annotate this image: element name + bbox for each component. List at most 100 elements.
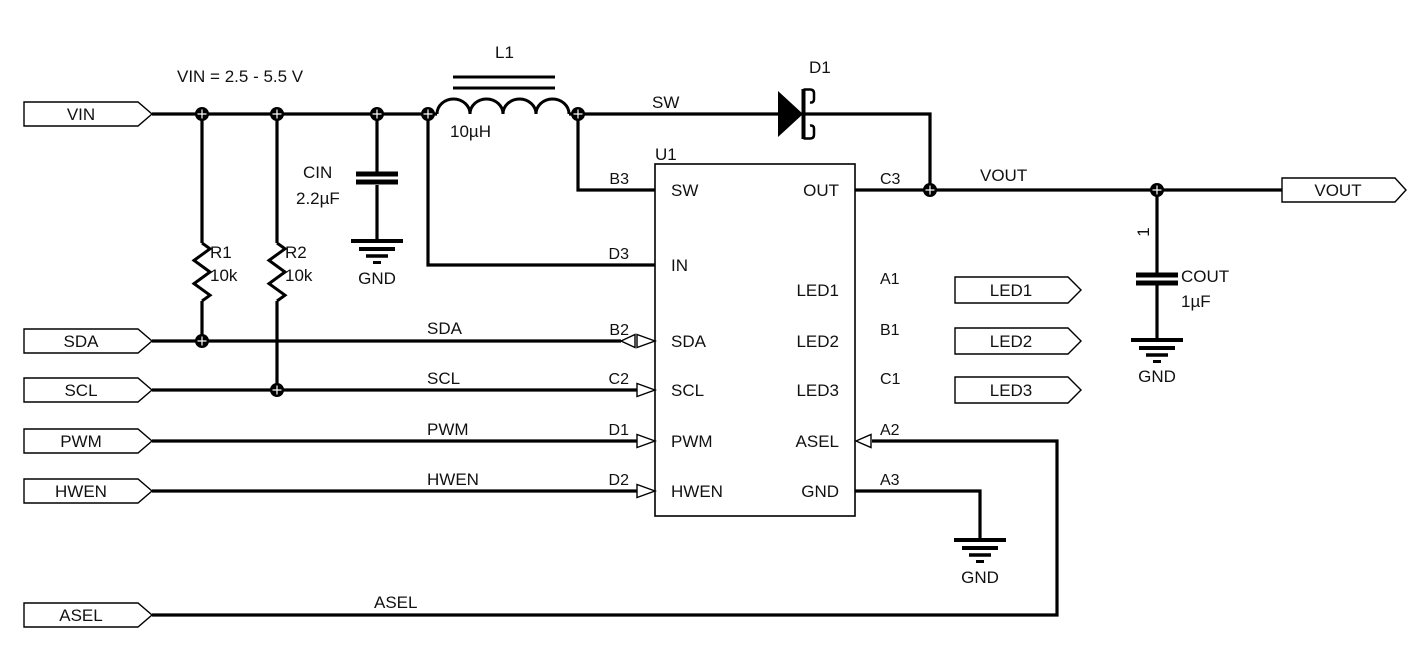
junction-dot	[195, 334, 209, 348]
u1-pin-name-asel: ASEL	[796, 432, 839, 451]
component-cin: CIN 2.2µF	[296, 163, 398, 208]
cout-refdes: COUT	[1181, 267, 1229, 286]
u1-pin-name-scl: SCL	[671, 381, 704, 400]
port-flag-scl	[23, 377, 154, 403]
port-label-sda: SDA	[64, 332, 100, 351]
ground-label: GND	[1138, 367, 1176, 386]
d1-schottky-hook-top	[803, 88, 816, 104]
port-flag-led2	[954, 327, 1082, 355]
u1-refdes: U1	[655, 145, 677, 164]
port-flag-vout	[1281, 177, 1407, 203]
wire-asel-loop	[152, 439, 1059, 617]
wire-sw-pin-b3	[576, 114, 655, 192]
r1-zigzag	[191, 241, 213, 303]
port-flag-pwm	[23, 428, 154, 454]
u1-pin-name-gnd: GND	[801, 482, 839, 501]
component-u1: U1 SW IN SDA SCL PWM HWEN OUT LED1 LED2 …	[609, 145, 901, 517]
u1-pin-number-b1: B1	[880, 322, 900, 339]
ground-chip: GND	[954, 538, 1006, 587]
wire-in-pin-d3	[426, 114, 655, 267]
port-flag-hwen	[23, 478, 154, 504]
wires	[152, 112, 1282, 617]
scl-input-arrow-icon	[636, 382, 658, 398]
l1-refdes: L1	[495, 43, 514, 62]
cout-pin1-number: 1	[1134, 227, 1153, 236]
r2-value: 10k	[285, 266, 313, 285]
annotation-vin-range: VIN = 2.5 - 5.5 V	[177, 67, 304, 86]
port-label-vin: VIN	[67, 105, 95, 124]
port-label-led2: LED2	[990, 332, 1033, 351]
u1-pin-number-c3: C3	[880, 171, 901, 188]
net-label-asel: ASEL	[374, 593, 417, 612]
net-label-pwm: PWM	[427, 420, 469, 439]
u1-pin-number-a3: A3	[880, 472, 900, 489]
ground-label: GND	[961, 568, 999, 587]
port-label-vout: VOUT	[1314, 181, 1361, 200]
u1-pin-number-d1: D1	[609, 422, 630, 439]
port-label-pwm: PWM	[60, 432, 102, 451]
u1-pin-name-led3: LED3	[796, 381, 839, 400]
port-flag-led1	[954, 276, 1082, 304]
net-label-vout: VOUT	[980, 166, 1027, 185]
junction-dot	[923, 183, 937, 197]
u1-body	[654, 163, 856, 517]
u1-pin-name-sw: SW	[671, 181, 698, 200]
u1-pin-number-a1: A1	[880, 271, 900, 288]
u1-pin-number-d2: D2	[609, 472, 630, 489]
pwm-input-arrow-icon	[636, 433, 658, 449]
u1-pin-number-d3: D3	[609, 246, 630, 263]
component-d1: D1	[778, 58, 831, 140]
ground-cin: GND	[351, 239, 403, 288]
l1-coil	[435, 97, 571, 115]
port-flag-vin	[23, 101, 154, 127]
u1-pin-number-b3: B3	[609, 171, 629, 188]
port-flag-sda	[23, 328, 154, 354]
cout-value: 1µF	[1181, 292, 1211, 311]
port-label-led1: LED1	[990, 281, 1033, 300]
port-label-led3: LED3	[990, 381, 1033, 400]
junction-dot	[270, 107, 284, 121]
d1-schottky-hook-bottom	[803, 124, 816, 140]
junction-dot	[571, 107, 585, 121]
u1-pin-name-in: IN	[671, 256, 688, 275]
sda-bidir-arrow-left-icon	[619, 333, 636, 349]
r1-refdes: R1	[210, 243, 232, 262]
net-labels: SW VOUT SDA SCL PWM HWEN ASEL VIN = 2.5 …	[177, 67, 1027, 612]
u1-pin-name-pwm: PWM	[671, 432, 713, 451]
u1-pin-name-led2: LED2	[796, 332, 839, 351]
port-flag-led3	[954, 376, 1082, 404]
hwen-input-arrow-icon	[636, 483, 658, 499]
ground-cout: GND	[1131, 338, 1183, 386]
l1-value: 10µH	[450, 122, 491, 141]
cin-refdes: CIN	[303, 163, 332, 182]
r2-refdes: R2	[285, 243, 307, 262]
junction-dot	[421, 107, 435, 121]
u1-pin-number-c1: C1	[880, 371, 901, 388]
wire-gnd-pin-a3	[855, 489, 982, 540]
d1-refdes: D1	[809, 58, 831, 77]
u1-pin-name-sda: SDA	[671, 332, 707, 351]
u1-pin-number-a2: A2	[880, 422, 900, 439]
port-label-scl: SCL	[64, 381, 97, 400]
net-label-sda: SDA	[427, 319, 463, 338]
u1-pin-name-out: OUT	[803, 181, 839, 200]
net-label-scl: SCL	[427, 369, 460, 388]
cin-value: 2.2µF	[296, 189, 340, 208]
u1-pin-name-led1: LED1	[796, 281, 839, 300]
u1-pin-number-b2: B2	[609, 322, 629, 339]
port-label-asel: ASEL	[59, 606, 102, 625]
port-label-hwen: HWEN	[55, 482, 107, 501]
net-label-hwen: HWEN	[427, 470, 479, 489]
junction-dot	[370, 107, 384, 121]
wire-diode-cathode	[805, 112, 932, 190]
asel-input-arrow-icon	[854, 433, 872, 449]
junction-dot	[270, 383, 284, 397]
component-l1: L1 10µH	[435, 43, 571, 141]
port-flag-asel	[23, 602, 154, 628]
sda-bidir-arrow-right-icon	[636, 333, 658, 349]
junction-dots	[195, 107, 1164, 397]
port-flags-left: VIN SDA SCL PWM HWEN ASEL	[23, 101, 154, 628]
junction-dot	[1150, 183, 1164, 197]
u1-pin-name-hwen: HWEN	[671, 482, 723, 501]
